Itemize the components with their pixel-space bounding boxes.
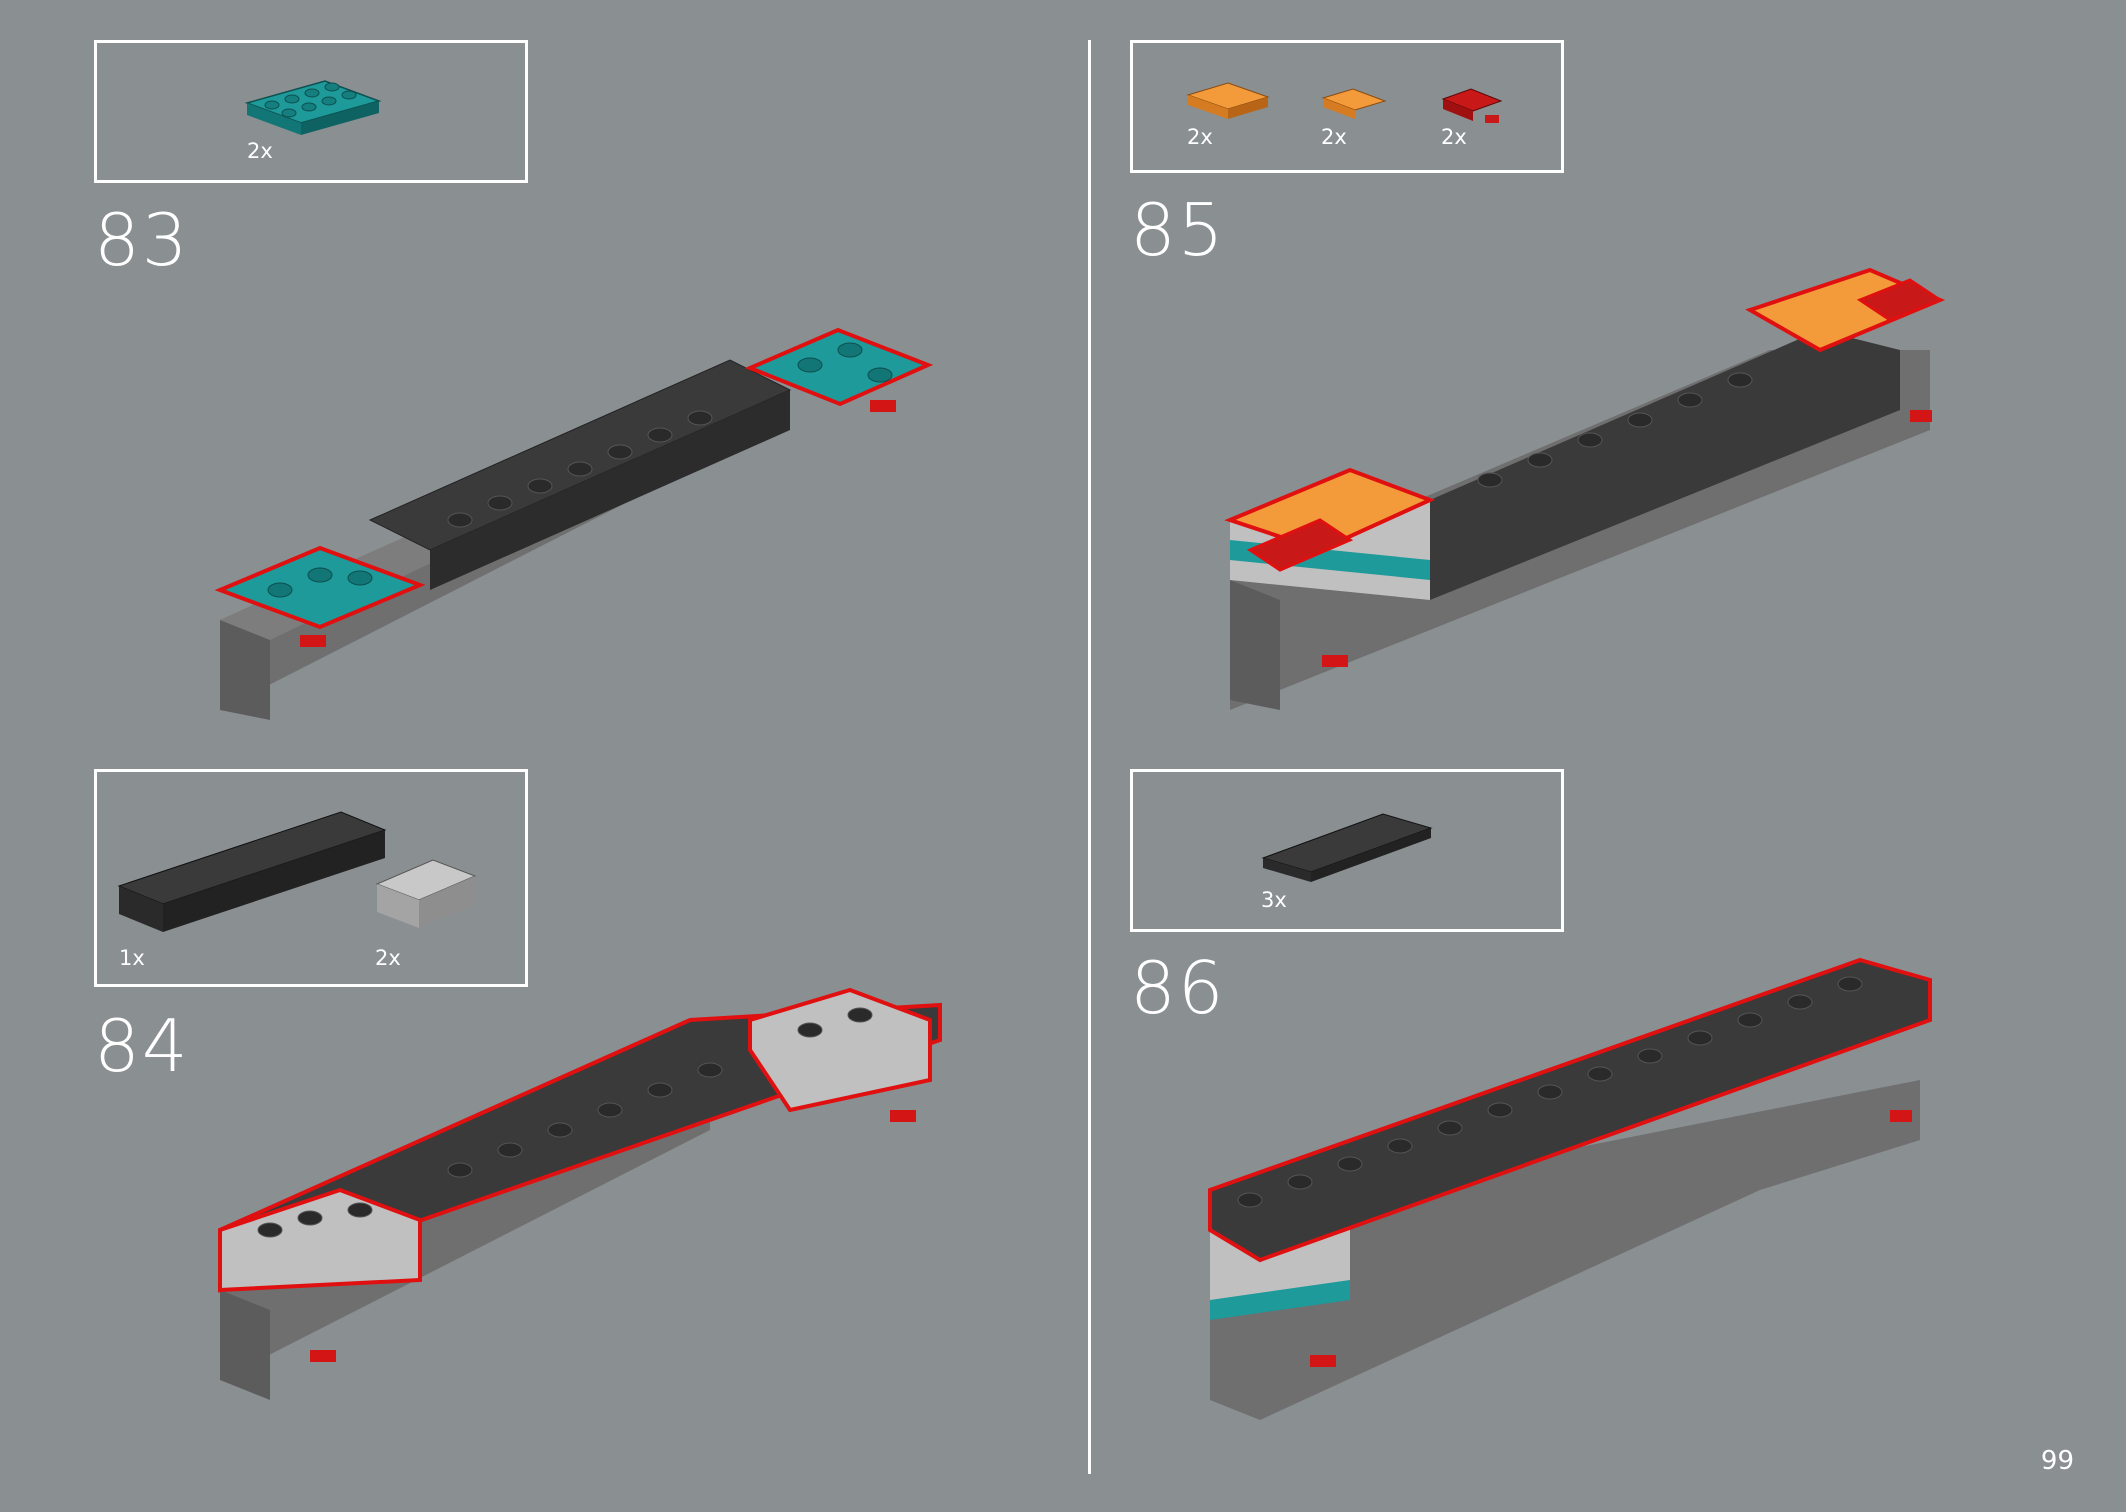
step-number: 83: [94, 198, 190, 282]
part-quantity: 2x: [1321, 125, 1347, 149]
dark-plate-2x6-icon: [1261, 813, 1433, 882]
step-number: 86: [1130, 946, 1226, 1030]
parts-callout-step-85: 2x 2x 2x: [1130, 40, 1564, 173]
step-number: 85: [1130, 188, 1226, 272]
part-quantity: 3x: [1261, 888, 1287, 912]
step-86-assembly-illustration: [1208, 957, 1932, 1420]
part-quantity: 2x: [1187, 125, 1213, 149]
dark-brick-2x8-icon: [117, 811, 477, 932]
teal-plate-2x4-icon: [244, 80, 382, 135]
parts-callout-step-83: 2x: [94, 40, 528, 183]
parts-callout-step-84: 1x 2x: [94, 769, 528, 987]
step-number: 84: [94, 1004, 190, 1088]
part-quantity: 1x: [119, 946, 145, 970]
part-quantity: 2x: [375, 946, 401, 970]
part-quantity: 2x: [1441, 125, 1467, 149]
parts-callout-step-86: 3x: [1130, 769, 1564, 932]
step-84-assembly-illustration: [218, 987, 942, 1400]
step-83-assembly-illustration: [214, 327, 934, 720]
column-divider: [1088, 40, 1091, 1474]
part-quantity: 2x: [247, 139, 273, 163]
page-number: 99: [2040, 1446, 2074, 1476]
step-85-assembly-illustration: [1224, 267, 1946, 710]
orange-red-plates-icon: [1186, 82, 1503, 123]
